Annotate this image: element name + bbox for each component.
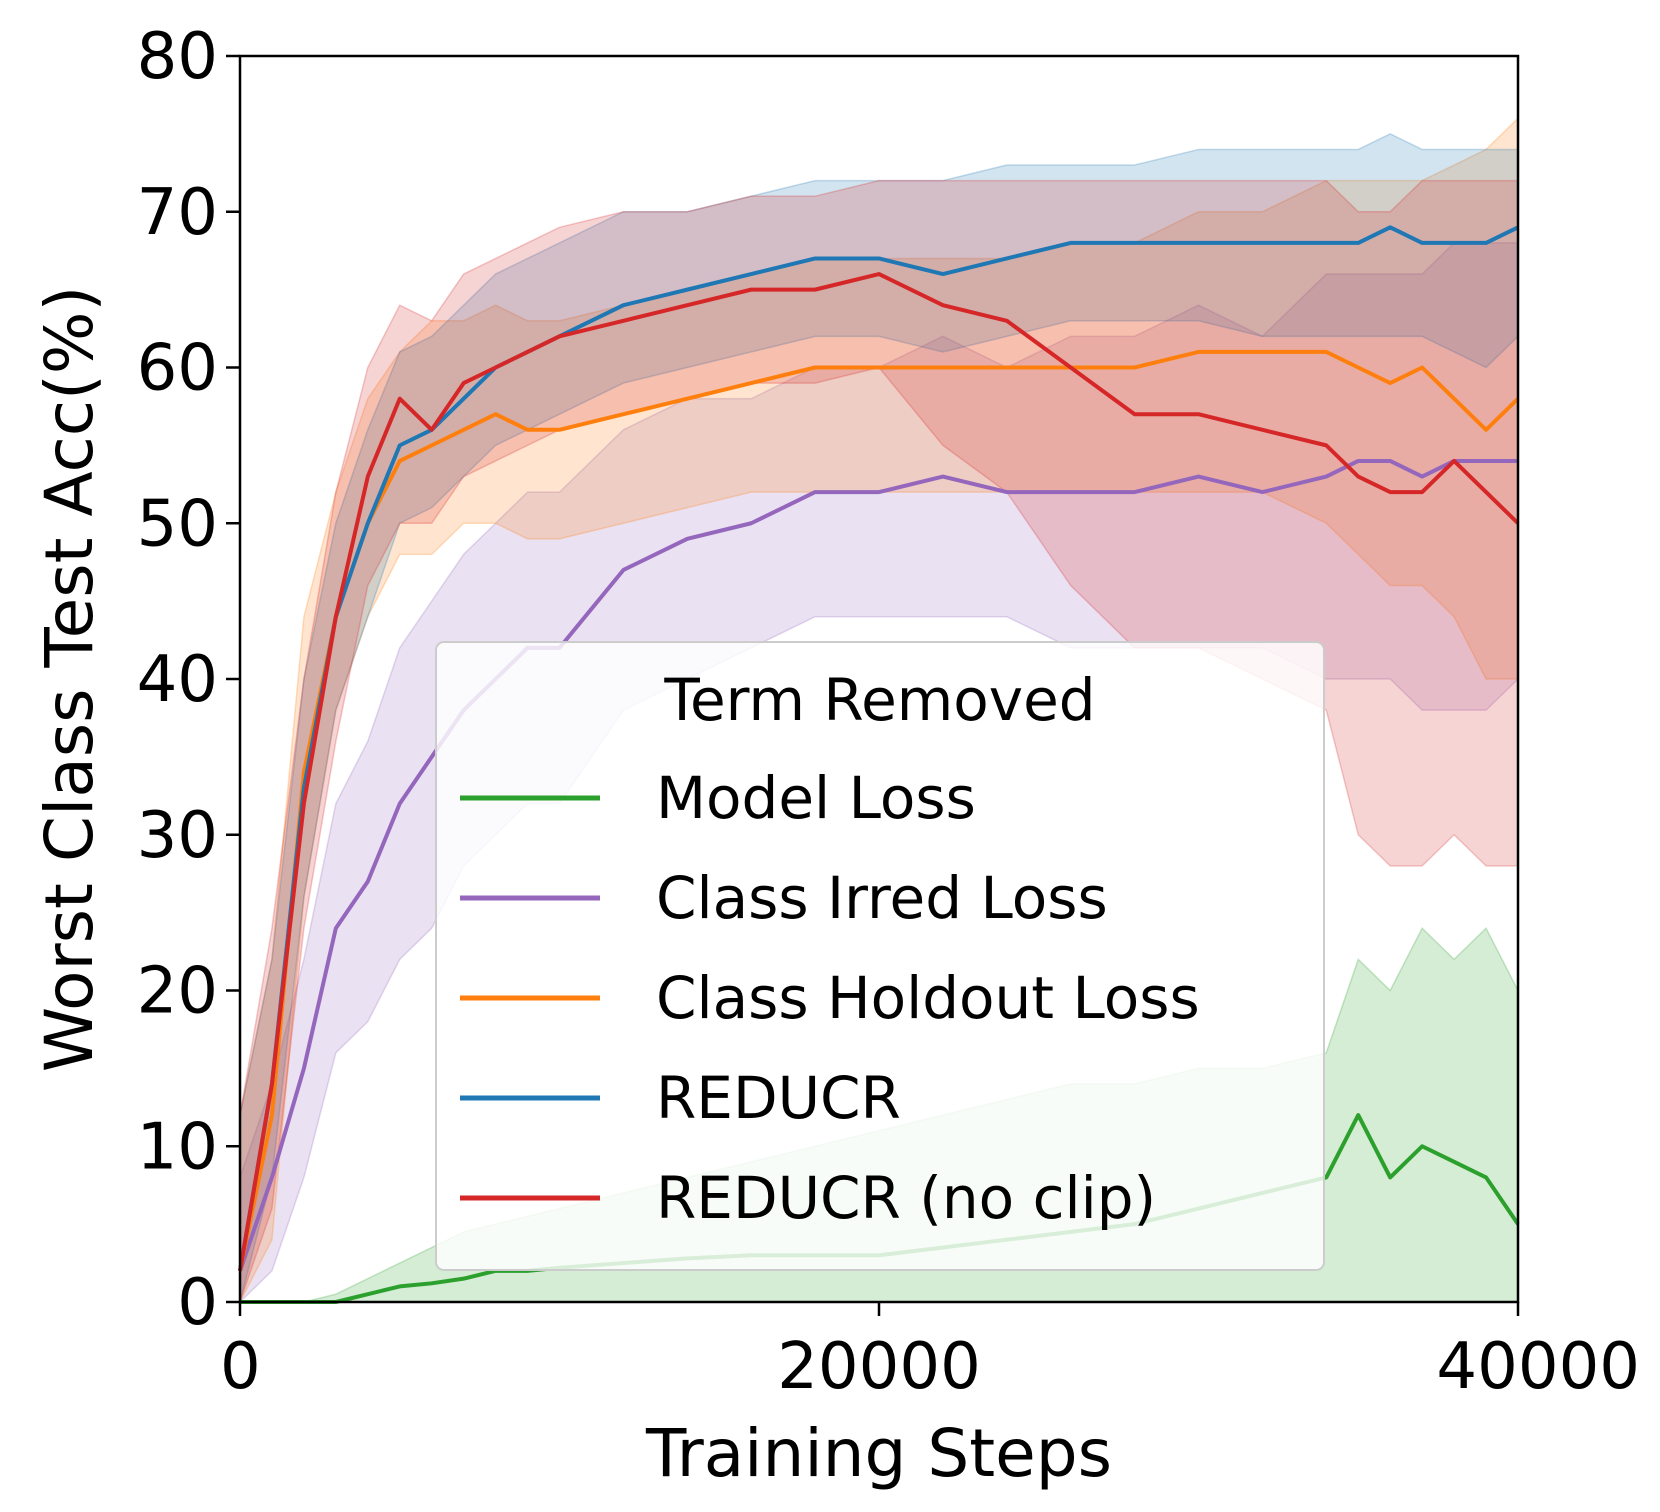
legend-label-reducr-no-clip: REDUCR (no clip) [656,1164,1156,1232]
y-tick-label: 40 [137,643,218,717]
y-axis-title: Worst Class Test Acc(%) [31,286,108,1073]
legend-box [435,641,1325,1271]
axis-ticks: 0 20000 40000 0 10 20 30 40 50 60 70 80 [137,20,1640,1404]
line-reducr-no-clip [238,272,1520,1272]
x-axis-title: Training Steps [645,1415,1112,1492]
legend-label-model-loss: Model Loss [656,764,976,832]
line-class-holdout-loss [238,349,1520,1272]
y-tick-label: 10 [137,1110,218,1184]
y-tick-label: 0 [177,1266,218,1340]
legend-label-reducr: REDUCR [656,1064,901,1132]
legend-title: Term Removed [663,666,1095,734]
y-tick-label: 60 [137,332,218,406]
x-tick-label: 20000 [777,1330,981,1404]
y-tick-label: 20 [137,955,218,1029]
y-tick-label: 70 [137,176,218,250]
legend-label-class-holdout-loss: Class Holdout Loss [656,964,1200,1032]
x-tick-label: 40000 [1436,1330,1640,1404]
x-tick-label: 0 [220,1330,261,1404]
line-reducr [238,225,1519,1272]
legend-label-class-irred-loss: Class Irred Loss [656,864,1108,932]
y-tick-label: 80 [137,20,218,94]
y-tick-label: 30 [137,799,218,873]
y-tick-label: 50 [137,487,218,561]
line-class-irred-loss [238,458,1518,1272]
